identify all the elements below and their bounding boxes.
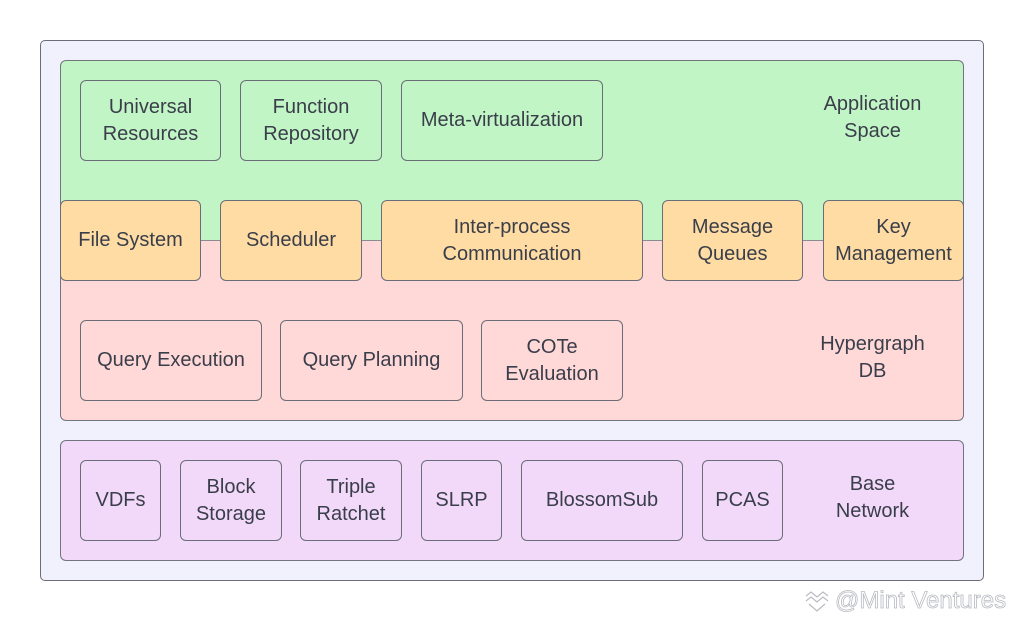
- component-pcas[interactable]: PCAS: [702, 460, 783, 541]
- connector-line: [200, 240, 222, 241]
- component-message-queues[interactable]: Message Queues: [662, 200, 803, 281]
- component-cote-evaluation[interactable]: COTe Evaluation: [481, 320, 623, 401]
- component-blossomsub[interactable]: BlossomSub: [521, 460, 683, 541]
- component-function-repository[interactable]: Function Repository: [240, 80, 382, 161]
- base-network-label: Base Network: [835, 472, 910, 522]
- hypergraph-db-label: Hypergraph DB: [820, 332, 925, 382]
- connector-line: [802, 240, 824, 241]
- application-space-label: Application Space: [823, 92, 922, 142]
- component-universal-resources[interactable]: Universal Resources: [80, 80, 221, 161]
- component-slrp[interactable]: SLRP: [421, 460, 502, 541]
- watermark: @Mint Ventures: [803, 585, 1024, 617]
- component-meta-virtualization[interactable]: Meta-virtualization: [401, 80, 603, 161]
- connector-line: [642, 240, 664, 241]
- watermark-text: @Mint Ventures: [835, 587, 1007, 615]
- connector-line: [361, 240, 383, 241]
- mint-ventures-logo-icon: [803, 590, 831, 612]
- component-file-system[interactable]: File System: [60, 200, 201, 281]
- component-key-management[interactable]: Key Management: [823, 200, 964, 281]
- component-block-storage[interactable]: Block Storage: [180, 460, 282, 541]
- component-query-execution[interactable]: Query Execution: [80, 320, 262, 401]
- component-query-planning[interactable]: Query Planning: [280, 320, 463, 401]
- component-triple-ratchet[interactable]: Triple Ratchet: [300, 460, 402, 541]
- component-inter-process-communication[interactable]: Inter-process Communication: [381, 200, 643, 281]
- component-vdfs[interactable]: VDFs: [80, 460, 161, 541]
- component-scheduler[interactable]: Scheduler: [220, 200, 362, 281]
